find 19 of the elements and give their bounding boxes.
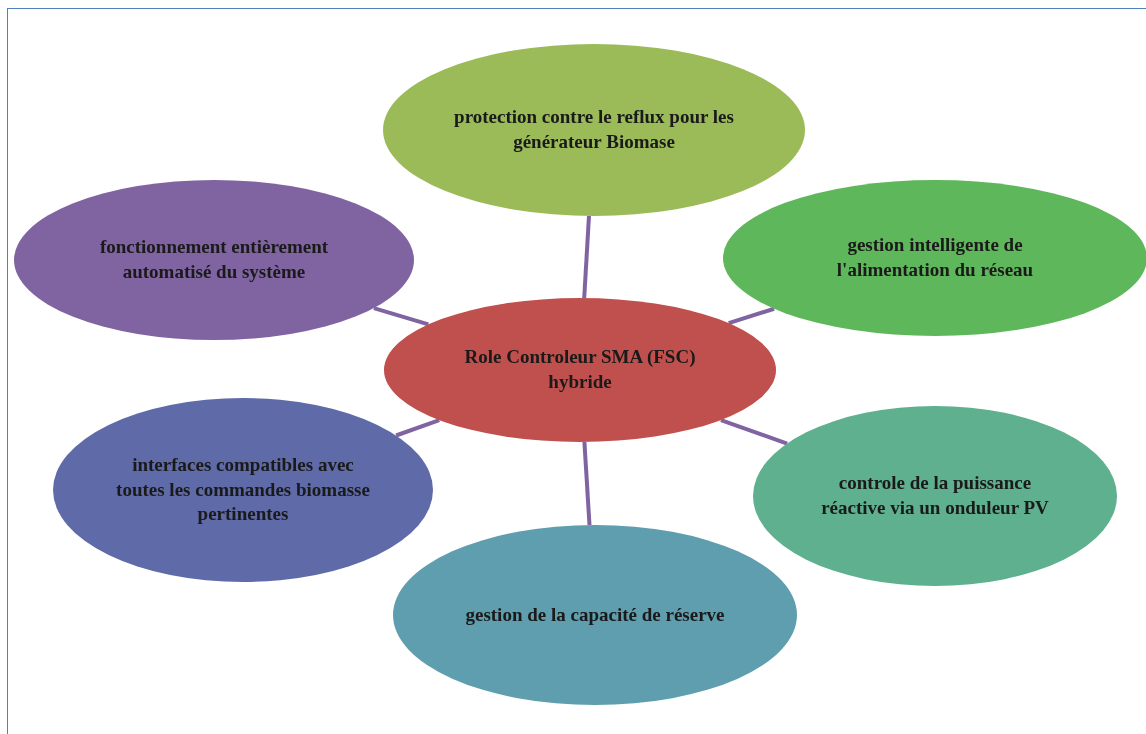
node-label: Role Controleur SMA (FSC) hybride <box>463 345 697 394</box>
connector-line <box>720 418 788 446</box>
ellipse-node <box>384 298 776 442</box>
node-label: gestion intelligente de l'alimentation du réseau <box>835 233 1035 282</box>
connector-line <box>728 306 775 325</box>
connector-line <box>373 306 429 327</box>
connector-line <box>395 418 440 438</box>
ellipse-node <box>14 180 414 340</box>
connector-line <box>582 441 592 526</box>
connector-line <box>582 215 591 299</box>
node-label: interfaces compatibles avec toutes les commandes biomasse pertinentes <box>115 452 371 527</box>
ellipse-node <box>753 406 1117 586</box>
node-label: gestion de la capacité de réserve <box>464 602 726 627</box>
ellipse-node <box>383 44 805 216</box>
ellipse-node <box>393 525 797 705</box>
ellipse-node <box>53 398 433 582</box>
node-label: fonctionnement entièrement automatisé du système <box>98 235 330 284</box>
node-label: protection contre le reflux pour les générateur Biomase <box>453 105 735 154</box>
node-label: controle de la puissance réactive via un onduleur PV <box>820 471 1050 520</box>
